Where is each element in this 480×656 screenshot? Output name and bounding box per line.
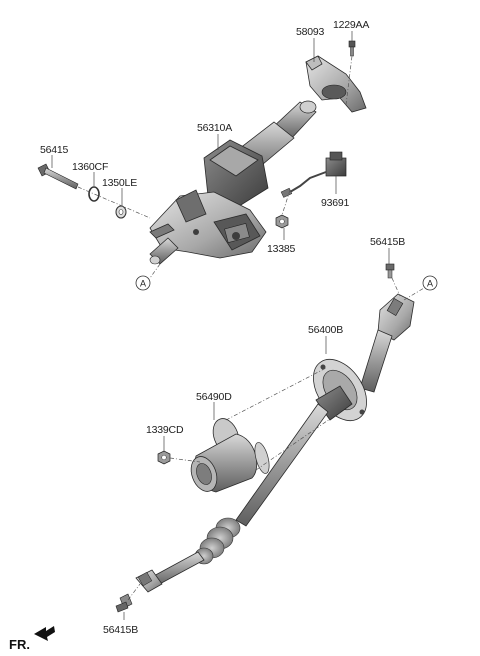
cover-56490D: [190, 418, 270, 493]
intermediate-shaft-56400B: [135, 293, 415, 593]
label-56415B-bottom: 56415B: [103, 624, 138, 636]
label-56310A: 56310A: [197, 122, 232, 134]
label-56400B: 56400B: [308, 324, 343, 336]
sensor-93691: [280, 151, 347, 198]
label-13385: 13385: [267, 243, 296, 255]
label-56415B-top: 56415B: [370, 236, 405, 248]
bolt-1229AA: [348, 40, 356, 57]
column-assembly-56310A: [149, 100, 317, 265]
label-1350LE: 1350LE: [102, 177, 137, 189]
label-1229AA: 1229AA: [333, 19, 369, 31]
front-indicator: FR.: [9, 626, 55, 652]
label-1360CF: 1360CF: [72, 161, 108, 173]
label-56415: 56415: [40, 144, 69, 156]
bolt-56415: [37, 163, 79, 190]
reference-mark-a-lower: A: [422, 275, 438, 291]
label-58093: 58093: [296, 26, 325, 38]
front-indicator-label: FR.: [9, 637, 30, 652]
bolt-56415B-bottom: [115, 593, 133, 613]
front-arrow-icon: [34, 626, 55, 641]
label-56490D: 56490D: [196, 391, 232, 403]
washer-1350LE: [115, 205, 127, 219]
svg-text:A: A: [427, 279, 433, 289]
clip-1360CF: [88, 186, 100, 202]
reference-mark-a-upper: A: [135, 275, 151, 291]
label-93691: 93691: [321, 197, 350, 209]
label-1339CD: 1339CD: [146, 424, 184, 436]
dash-dot-lines: [77, 55, 425, 601]
svg-text:A: A: [140, 279, 146, 289]
bolt-56415B-top: [385, 263, 395, 279]
leader-lines: [51, 31, 390, 620]
bracket-58093: [305, 55, 367, 113]
nut-13385: [275, 214, 289, 229]
nut-1339CD: [157, 450, 171, 465]
